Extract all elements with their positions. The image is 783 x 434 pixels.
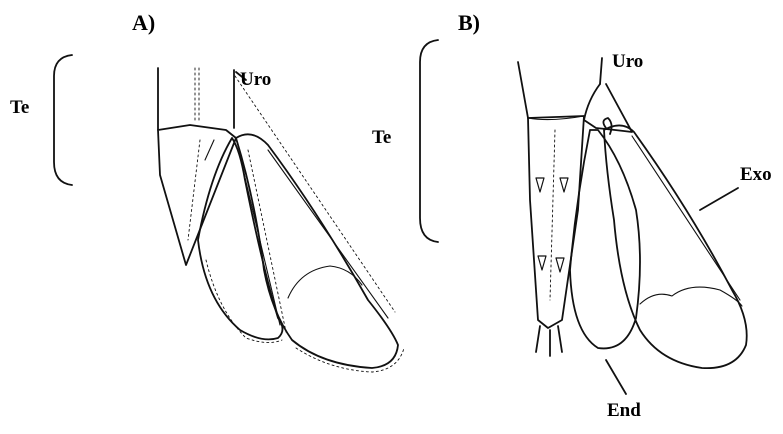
panel-b-telson-prong-3 <box>558 326 562 352</box>
panel-b-uropod-peduncle <box>584 84 632 132</box>
panel-a-drawing <box>54 55 404 372</box>
panel-b-telson-left-shaft <box>518 62 528 118</box>
panel-a-telson-midline <box>188 140 200 240</box>
panel-a-uro-label: Uro <box>240 70 271 89</box>
panel-b-end-label: End <box>607 401 641 420</box>
panel-b-telson-spine-2 <box>560 178 568 192</box>
panel-a-endopod <box>198 138 283 339</box>
panel-a-exopod-tip-setae <box>296 348 404 372</box>
panel-b-exo-label: Exo <box>740 165 772 184</box>
panel-a-telson-plate <box>158 125 236 265</box>
panel-b-te-label: Te <box>372 128 391 147</box>
panel-b-exopod-inner-line <box>632 136 740 300</box>
panel-b-exopod-suture <box>640 287 742 306</box>
panel-b-uro-label: Uro <box>612 52 643 71</box>
panel-b-telson-prong-1 <box>536 326 540 352</box>
panel-b-end-pointer <box>606 360 626 394</box>
panel-a-endopod-setae <box>248 150 286 332</box>
panel-b-te-bracket <box>420 40 438 242</box>
panel-b-telson-spine-3 <box>538 256 546 270</box>
panel-b-telson-spine-4 <box>556 258 564 272</box>
panel-a-telson-groove <box>205 140 214 160</box>
panel-b-uropod-left-shaft <box>600 58 602 84</box>
panel-b-label: B) <box>458 12 480 34</box>
panel-a-te-label: Te <box>10 98 29 117</box>
panel-b-exopod <box>604 125 747 368</box>
panel-a-te-bracket <box>54 55 72 185</box>
panel-a-exopod-inner-line <box>268 150 388 318</box>
panel-b-drawing <box>420 40 747 394</box>
panel-b-exo-pointer <box>700 188 738 210</box>
panel-b-telson-stipple <box>550 130 555 300</box>
panel-a-exopod-outer-setae <box>235 76 395 312</box>
panel-a-label: A) <box>132 12 155 34</box>
panel-b-telson-spine-1 <box>536 178 544 192</box>
